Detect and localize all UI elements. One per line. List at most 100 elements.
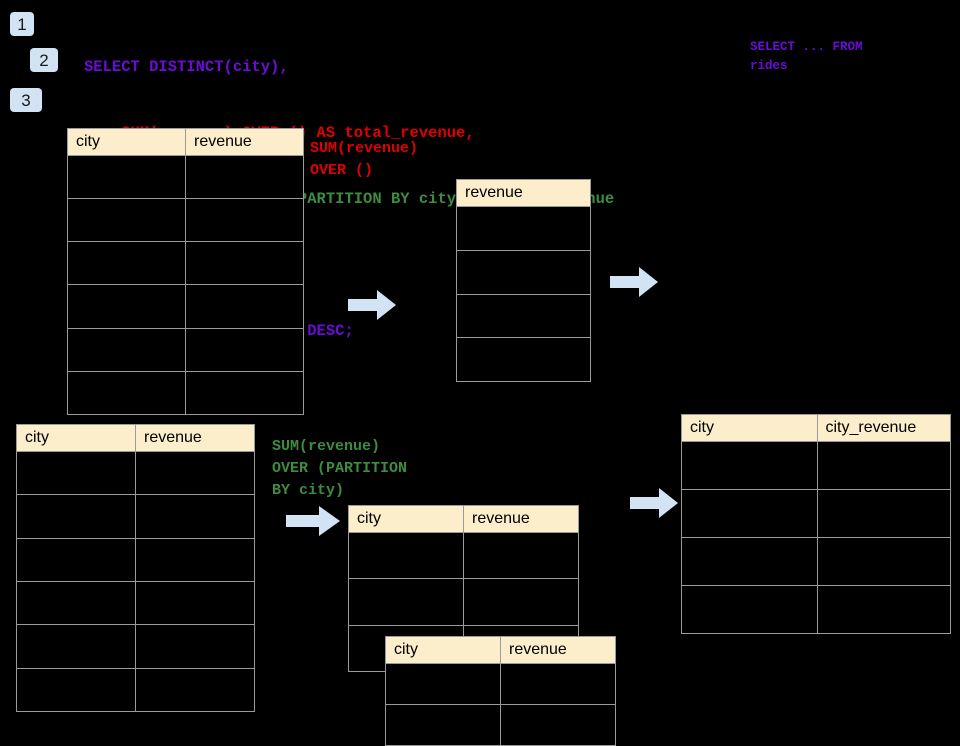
cell-city (67, 241, 186, 286)
table-body (16, 450, 255, 713)
step-badge-2-label: 2 (39, 50, 49, 70)
column-header-city: city (67, 128, 186, 156)
arrow-total-to-result (610, 267, 658, 297)
table-header-row: city city_revenue (681, 414, 951, 442)
cell-city (67, 198, 186, 243)
side-note-select-from-rides: SELECT ... FROM rides (750, 40, 863, 73)
table-row (67, 241, 304, 286)
cell-city-revenue (816, 489, 951, 538)
table-row (67, 198, 304, 243)
cell-revenue (463, 578, 579, 626)
column-header-city: city (385, 636, 501, 664)
cell-revenue (185, 198, 304, 243)
sql-line-select: SELECT DISTINCT(city), (84, 58, 289, 76)
table-row (456, 337, 591, 382)
cell-revenue (135, 450, 255, 496)
cell-revenue (456, 206, 591, 251)
column-header-revenue: revenue (135, 424, 255, 452)
table-row (456, 206, 591, 251)
cell-city-revenue (816, 537, 951, 586)
cell-city (16, 494, 136, 539)
table-row (67, 154, 304, 200)
table-rides-source-top: city revenue (67, 128, 304, 416)
cell-city-revenue (816, 441, 951, 490)
column-header-revenue: revenue (463, 505, 579, 533)
table-row (67, 284, 304, 329)
cell-city (16, 624, 136, 669)
table-row (456, 249, 591, 295)
table-header-row: city revenue (16, 424, 255, 452)
cell-city (16, 580, 136, 626)
cell-revenue (456, 293, 591, 339)
cell-revenue (135, 667, 255, 713)
cell-revenue (185, 327, 304, 372)
cell-city (67, 327, 186, 372)
table-body (67, 154, 304, 416)
step-badge-3: 3 (10, 88, 42, 112)
table-body (456, 206, 591, 382)
arrow-rides-to-partition (286, 506, 340, 536)
cell-revenue (135, 624, 255, 669)
cell-city (16, 667, 136, 713)
table-body (385, 663, 616, 746)
column-header-revenue: revenue (185, 128, 304, 156)
column-header-revenue: revenue (456, 179, 591, 207)
table-row (16, 450, 255, 496)
cell-city (67, 370, 186, 416)
cell-revenue (500, 663, 616, 705)
annotation-total-revenue: SUM(revenue) OVER () (310, 140, 419, 179)
cell-city (67, 284, 186, 329)
column-header-revenue: revenue (500, 636, 616, 664)
table-total-revenue-result: revenue (456, 179, 591, 382)
diagram-canvas: 1 2 3 SELECT DISTINCT(city), SUM(revenue… (10, 12, 951, 746)
cell-city (348, 531, 464, 580)
table-row (681, 537, 951, 586)
cell-city (681, 585, 818, 634)
table-row (16, 494, 255, 539)
cell-city (385, 663, 501, 705)
cell-revenue (185, 284, 304, 329)
cell-city (681, 489, 818, 538)
step-badge-3-label: 3 (21, 90, 31, 110)
cell-revenue (500, 704, 616, 746)
table-row (16, 667, 255, 713)
table-row (348, 531, 579, 580)
table-rides-source-bottom: city revenue (16, 424, 255, 713)
table-row (681, 489, 951, 538)
table-row (385, 704, 616, 746)
cell-revenue (185, 370, 304, 416)
table-row (348, 578, 579, 626)
table-row (385, 663, 616, 705)
step-badge-1-label: 1 (17, 14, 27, 34)
table-row (67, 327, 304, 372)
cell-revenue (185, 154, 304, 200)
cell-revenue (135, 537, 255, 582)
table-row (16, 580, 255, 626)
table-row (681, 441, 951, 490)
cell-city (67, 154, 186, 200)
table-row (681, 585, 951, 634)
table-row (16, 624, 255, 669)
table-row (67, 370, 304, 416)
cell-revenue (135, 494, 255, 539)
arrow-rides-to-total (348, 290, 396, 320)
column-header-city: city (681, 414, 818, 442)
cell-city (681, 537, 818, 586)
cell-city (16, 450, 136, 496)
arrow-partition-to-result (630, 488, 678, 518)
column-header-city: city (16, 424, 136, 452)
cell-revenue (135, 580, 255, 626)
table-partition-group-b: city revenue (385, 636, 616, 746)
column-header-city: city (348, 505, 464, 533)
column-header-city-revenue: city_revenue (816, 414, 951, 442)
cell-city (16, 537, 136, 582)
annotation-city-revenue: SUM(revenue) OVER (PARTITION BY city) (272, 438, 408, 499)
table-row (456, 293, 591, 339)
cell-city (681, 441, 818, 490)
cell-revenue (185, 241, 304, 286)
step-badge-1: 1 (10, 12, 34, 36)
cell-revenue (456, 337, 591, 382)
table-header-row: city revenue (385, 636, 616, 664)
cell-revenue (463, 531, 579, 580)
table-body (681, 441, 951, 634)
